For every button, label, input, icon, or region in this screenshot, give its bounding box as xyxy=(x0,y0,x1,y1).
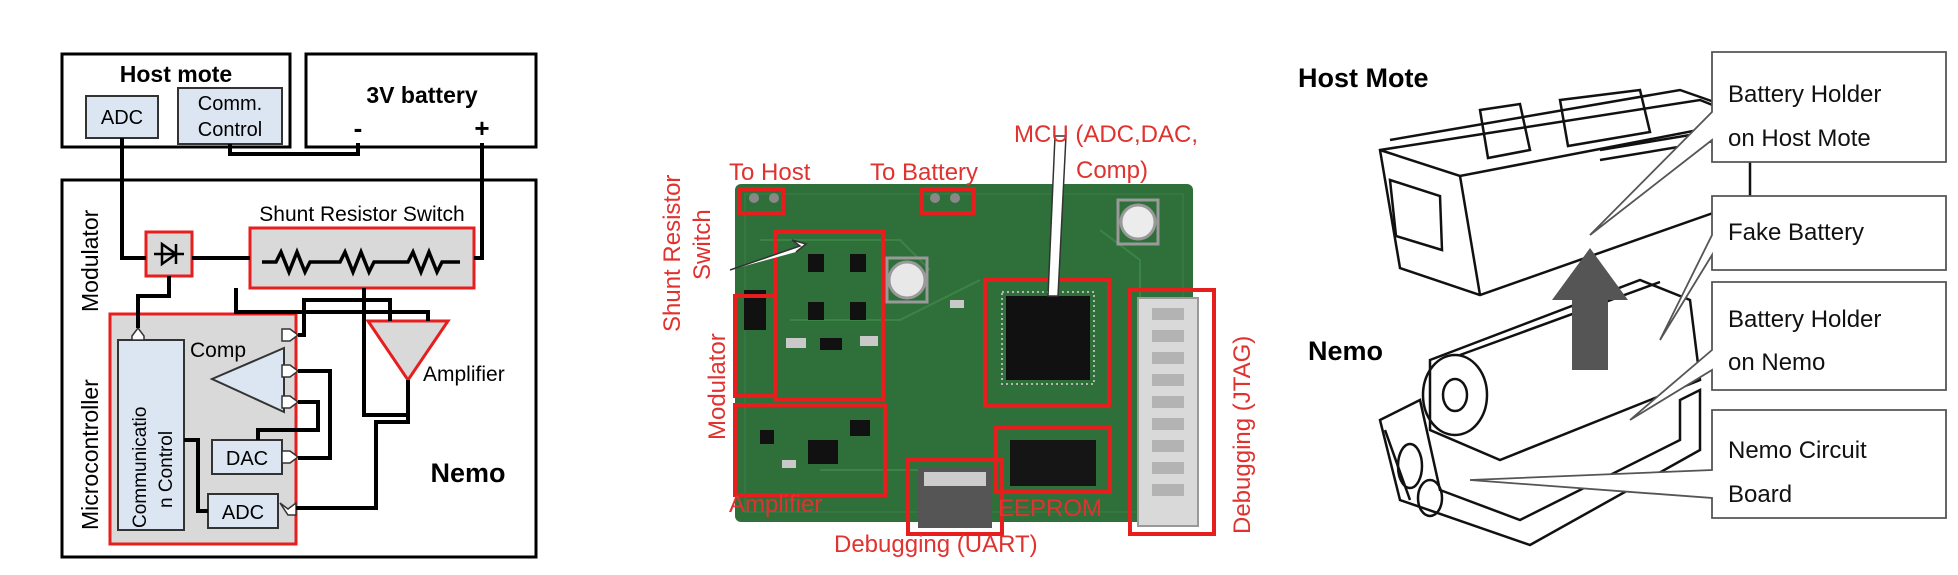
battery-plus: + xyxy=(474,113,489,143)
host-mote-box xyxy=(60,52,292,149)
nemo-label: Nemo xyxy=(430,458,505,488)
battery-title: 3V battery xyxy=(366,82,477,108)
modulator-part xyxy=(744,290,766,330)
fake-battery-sketch xyxy=(1421,278,1702,462)
assembly-illustration: Host Mote Nemo xyxy=(1298,51,1947,547)
callout3-line2: on Nemo xyxy=(1728,349,1825,376)
comm-control-inner-line2: n Control xyxy=(156,431,177,508)
pcb-board xyxy=(735,184,1193,522)
callouts xyxy=(1469,51,1947,519)
pcb-highlight-boxes xyxy=(733,187,1216,536)
block-diagram: Host mote ADC Comm. Control 3V battery -… xyxy=(60,52,538,559)
mcu-chip xyxy=(1006,296,1090,380)
dac-label: DAC xyxy=(226,448,268,470)
modulator-photo-label: Modulator xyxy=(704,333,731,440)
battery-minus: - xyxy=(354,113,363,143)
diode-icon xyxy=(154,241,184,267)
comparator-icon xyxy=(209,346,285,414)
host-mote-title: Host mote xyxy=(120,61,232,87)
button-right xyxy=(1119,203,1157,241)
amplifier-photo-label: Amplifier xyxy=(729,491,822,518)
shunt-switch-line2: Switch xyxy=(689,209,716,280)
uart-label: Debugging (UART) xyxy=(834,531,1038,558)
nemo-box xyxy=(60,178,538,559)
callout4-line2: Board xyxy=(1728,481,1792,508)
host-adc-label: ADC xyxy=(101,107,143,129)
comm-control-inner-line1: Communicatio xyxy=(130,407,151,528)
dac-box xyxy=(211,439,283,475)
nemo-heading: Nemo xyxy=(1308,336,1383,366)
host-mote-heading: Host Mote xyxy=(1298,63,1429,93)
to-battery-label: To Battery xyxy=(870,159,978,186)
eeprom-chip xyxy=(1010,440,1096,486)
mcu-pins xyxy=(131,326,300,516)
comp-label: Comp xyxy=(190,339,246,362)
adc-inner-label: ADC xyxy=(222,502,264,524)
callout2-text: Fake Battery xyxy=(1728,219,1864,246)
comm-control-line2: Control xyxy=(198,119,262,141)
host-mote-sketch xyxy=(1378,88,1752,297)
shunt-switch-box xyxy=(248,226,476,290)
mcu-pointer-arrow xyxy=(1047,135,1067,297)
modulator-label: Modulator xyxy=(77,209,103,312)
shunt-pointer-arrow xyxy=(729,239,808,271)
nemo-holder-sketch xyxy=(1378,387,1702,547)
up-arrow xyxy=(1552,248,1628,370)
battery-box xyxy=(304,52,538,149)
comm-control-inner-box xyxy=(117,339,185,531)
callout1-line1: Battery Holder xyxy=(1728,81,1881,108)
mcu-label-line2: Comp) xyxy=(1076,157,1148,184)
jtag-label: Debugging (JTAG) xyxy=(1229,336,1256,534)
eeprom-label: EEPROM xyxy=(998,495,1102,522)
amplifier-icon xyxy=(365,319,451,383)
resistor-chain xyxy=(262,247,460,277)
mcu-label-line1: MCU (ADC,DAC, xyxy=(1014,121,1198,148)
button-left xyxy=(887,260,927,300)
shunt-switch-label: Shunt Resistor Switch xyxy=(259,203,464,226)
comm-control-line1: Comm. xyxy=(198,93,262,115)
amplifier-label: Amplifier xyxy=(423,363,505,386)
shunt-switch-line1: Shunt Resistor xyxy=(659,175,686,332)
callout4-line1: Nemo Circuit xyxy=(1728,437,1867,464)
callout3-line1: Battery Holder xyxy=(1728,306,1881,333)
callout1-line2: on Host Mote xyxy=(1728,125,1871,152)
wiring xyxy=(120,138,484,513)
microcontroller-label: Microcontroller xyxy=(77,379,103,530)
to-host-label: To Host xyxy=(729,159,811,186)
pcb-photo: Shunt Resistor Switch To Host To Battery… xyxy=(659,121,1256,558)
